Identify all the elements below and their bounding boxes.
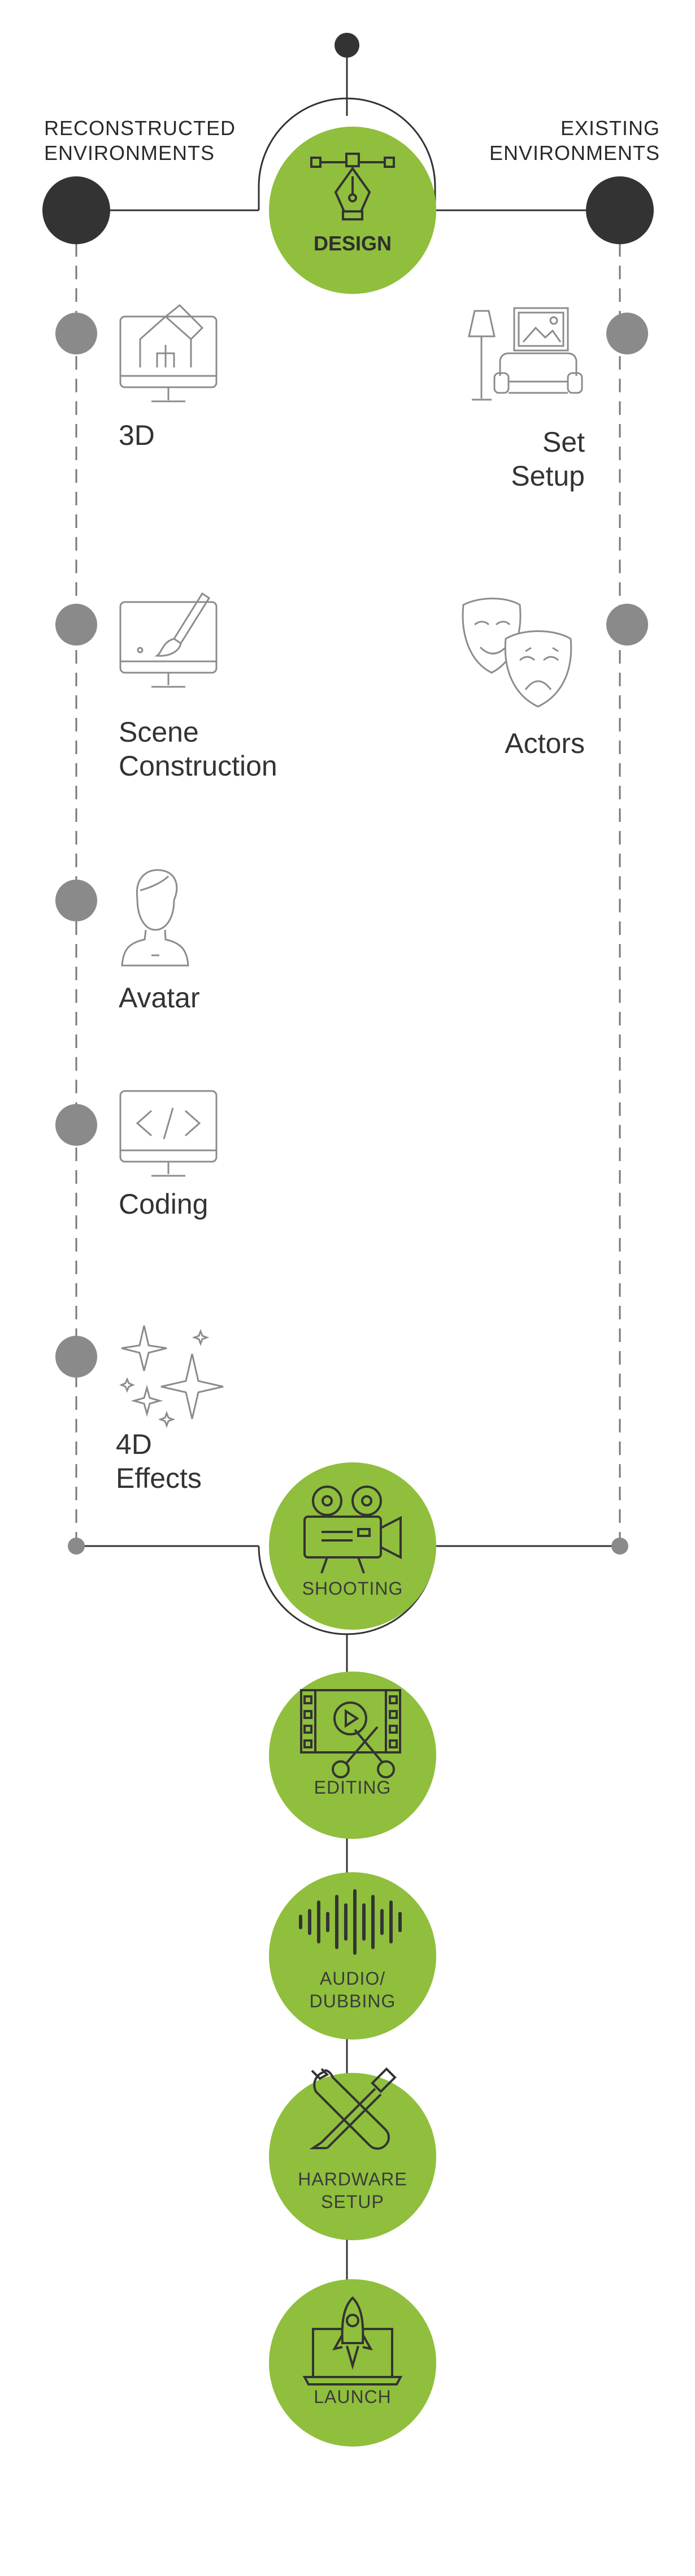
theater-masks-icon (458, 594, 582, 726)
header-right-line2: ENVIRONMENTS (489, 141, 660, 164)
step-scene-line2: Construction (119, 750, 277, 782)
pipeline-label-audio-dubbing: AUDIO/ DUBBING (268, 1967, 437, 2012)
step-label-4d-effects: 4D Effects (116, 1427, 202, 1495)
shooting-line1: SHOOTING (302, 1578, 403, 1599)
step-label-set-setup: Set Setup (511, 425, 585, 493)
left-node (42, 176, 110, 244)
step-set-line1: Set (542, 426, 585, 458)
step-actors-line1: Actors (505, 728, 585, 759)
header-right: EXISTING ENVIRONMENTS (489, 116, 660, 166)
wrench-screwdriver-icon (307, 2066, 398, 2154)
audio-line2: DUBBING (309, 1991, 396, 2011)
step-label-avatar: Avatar (119, 981, 200, 1015)
right-node (586, 176, 654, 244)
design-label: DESIGN (313, 232, 392, 255)
step-avatar-line1: Avatar (119, 982, 200, 1014)
pipeline-label-shooting: SHOOTING (268, 1577, 437, 1600)
pipeline-label-launch: LAUNCH (268, 2385, 437, 2408)
sparkles-icon (116, 1320, 229, 1436)
editing-line1: EDITING (314, 1777, 392, 1798)
monitor-house-3d-icon (118, 304, 219, 415)
step-label-actors: Actors (505, 726, 585, 760)
step-label-3d: 3D (119, 418, 155, 452)
step-scene-line1: Scene (119, 716, 199, 748)
pipeline-label-editing: EDITING (268, 1776, 437, 1799)
hardware-line2: SETUP (321, 2192, 384, 2212)
header-left: RECONSTRUCTED ENVIRONMENTS (44, 116, 236, 166)
launch-line1: LAUNCH (314, 2387, 392, 2407)
pen-tool-icon (310, 148, 395, 236)
step-label-scene-construction: Scene Construction (119, 715, 277, 783)
lamp-sofa-picture-icon (468, 302, 583, 413)
film-scissors-icon (298, 1687, 406, 1781)
step-set-line2: Setup (511, 460, 585, 492)
monitor-code-icon (118, 1088, 219, 1193)
header-right-line1: EXISTING (560, 116, 660, 140)
hardware-line1: HARDWARE (298, 2169, 407, 2189)
step-4d-line1: 4D (116, 1428, 152, 1460)
film-camera-icon (296, 1484, 409, 1577)
header-left-line1: RECONSTRUCTED (44, 116, 236, 140)
person-avatar-icon (118, 865, 191, 969)
sound-wave-icon (296, 1888, 409, 1959)
monitor-paintbrush-icon (118, 588, 219, 698)
header-left-line2: ENVIRONMENTS (44, 141, 215, 164)
step-coding-line1: Coding (119, 1188, 208, 1220)
laptop-rocket-icon (302, 2295, 403, 2388)
step-label-coding: Coding (119, 1187, 208, 1221)
step-3d-line1: 3D (119, 419, 155, 451)
step-4d-line2: Effects (116, 1462, 202, 1494)
audio-line1: AUDIO/ (319, 1968, 386, 1989)
pipeline-label-hardware-setup: HARDWARE SETUP (268, 2168, 437, 2213)
